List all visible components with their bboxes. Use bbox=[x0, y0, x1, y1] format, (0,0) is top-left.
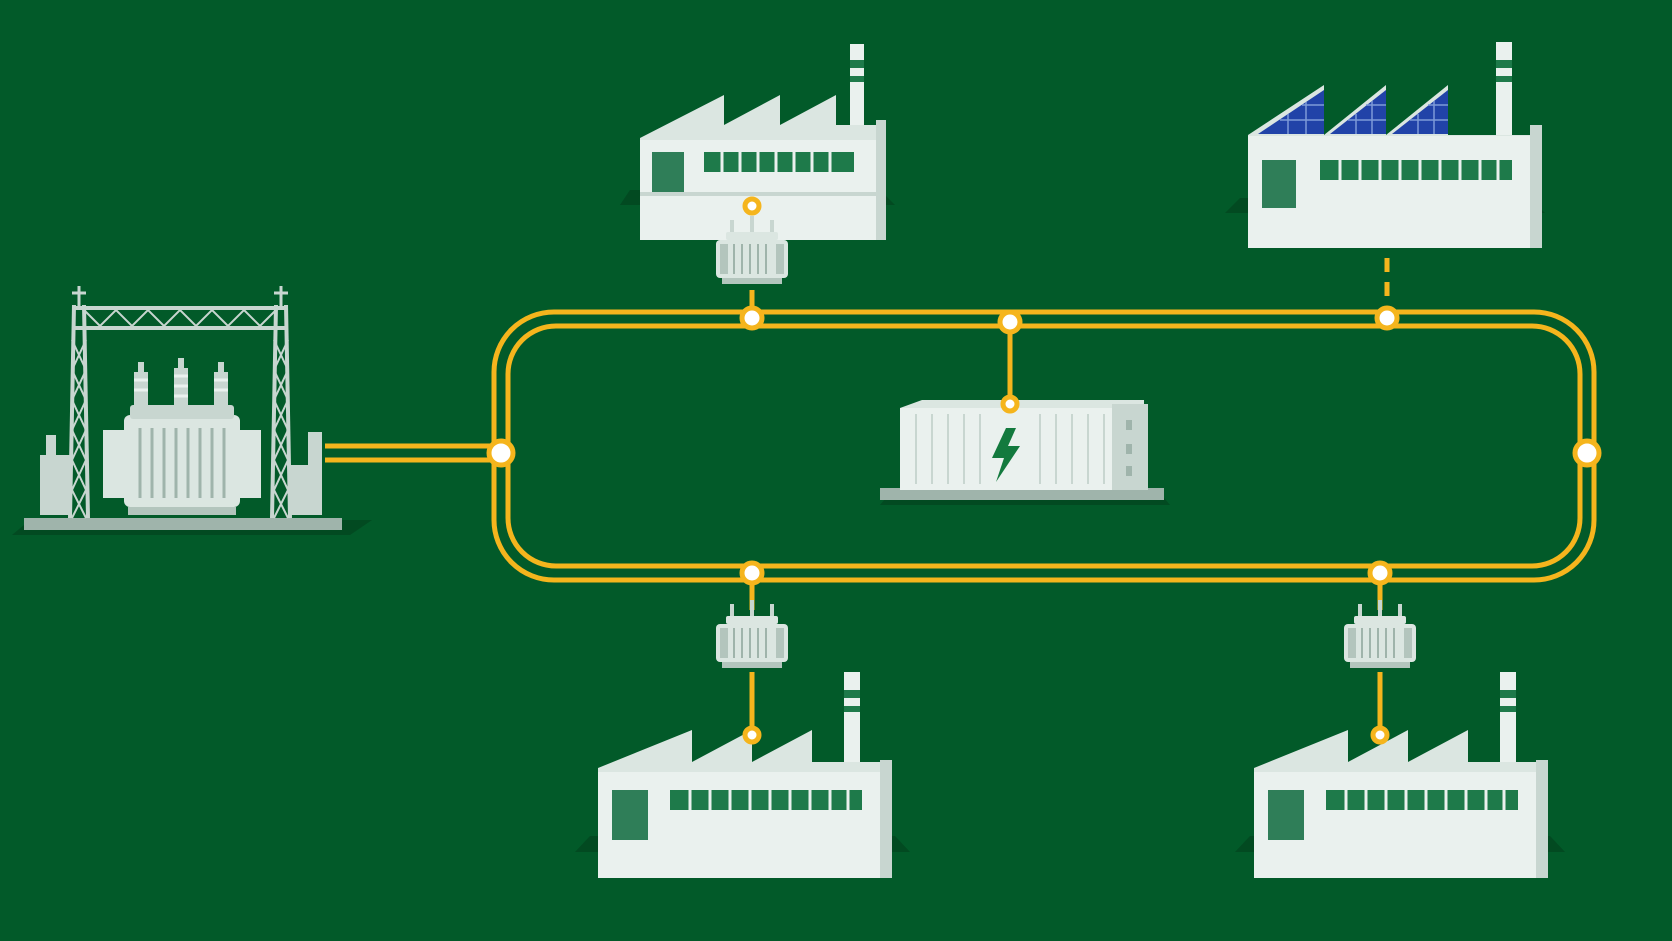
substation-feeder bbox=[325, 443, 500, 463]
node-loop-top-left bbox=[739, 305, 765, 331]
factory-icon bbox=[598, 672, 892, 878]
node-loop-bottom-right bbox=[1367, 560, 1393, 586]
node-loop-right bbox=[1572, 438, 1602, 468]
factory-top-right bbox=[1248, 42, 1542, 248]
node-loop-top-battery bbox=[997, 309, 1023, 335]
junction-nodes bbox=[486, 196, 1602, 745]
lightning-bolt-icon bbox=[992, 428, 1020, 482]
node-loop-bottom-left bbox=[739, 560, 765, 586]
factory-bottom-left bbox=[598, 672, 892, 878]
node-factory-top-left bbox=[742, 196, 762, 216]
node-factory-bottom-right bbox=[1370, 725, 1390, 745]
factory-top-left bbox=[640, 44, 886, 240]
substation-icon bbox=[24, 286, 342, 530]
node-loop-top-right bbox=[1374, 305, 1400, 331]
factory-icon bbox=[640, 44, 886, 240]
battery-container-icon bbox=[880, 400, 1164, 500]
factory-bottom-right bbox=[1254, 672, 1548, 878]
factory-icon bbox=[1254, 672, 1548, 878]
node-factory-bottom-left bbox=[742, 725, 762, 745]
solar-factory-icon bbox=[1248, 42, 1542, 248]
node-battery bbox=[1000, 394, 1020, 414]
node-loop-left bbox=[486, 438, 516, 468]
